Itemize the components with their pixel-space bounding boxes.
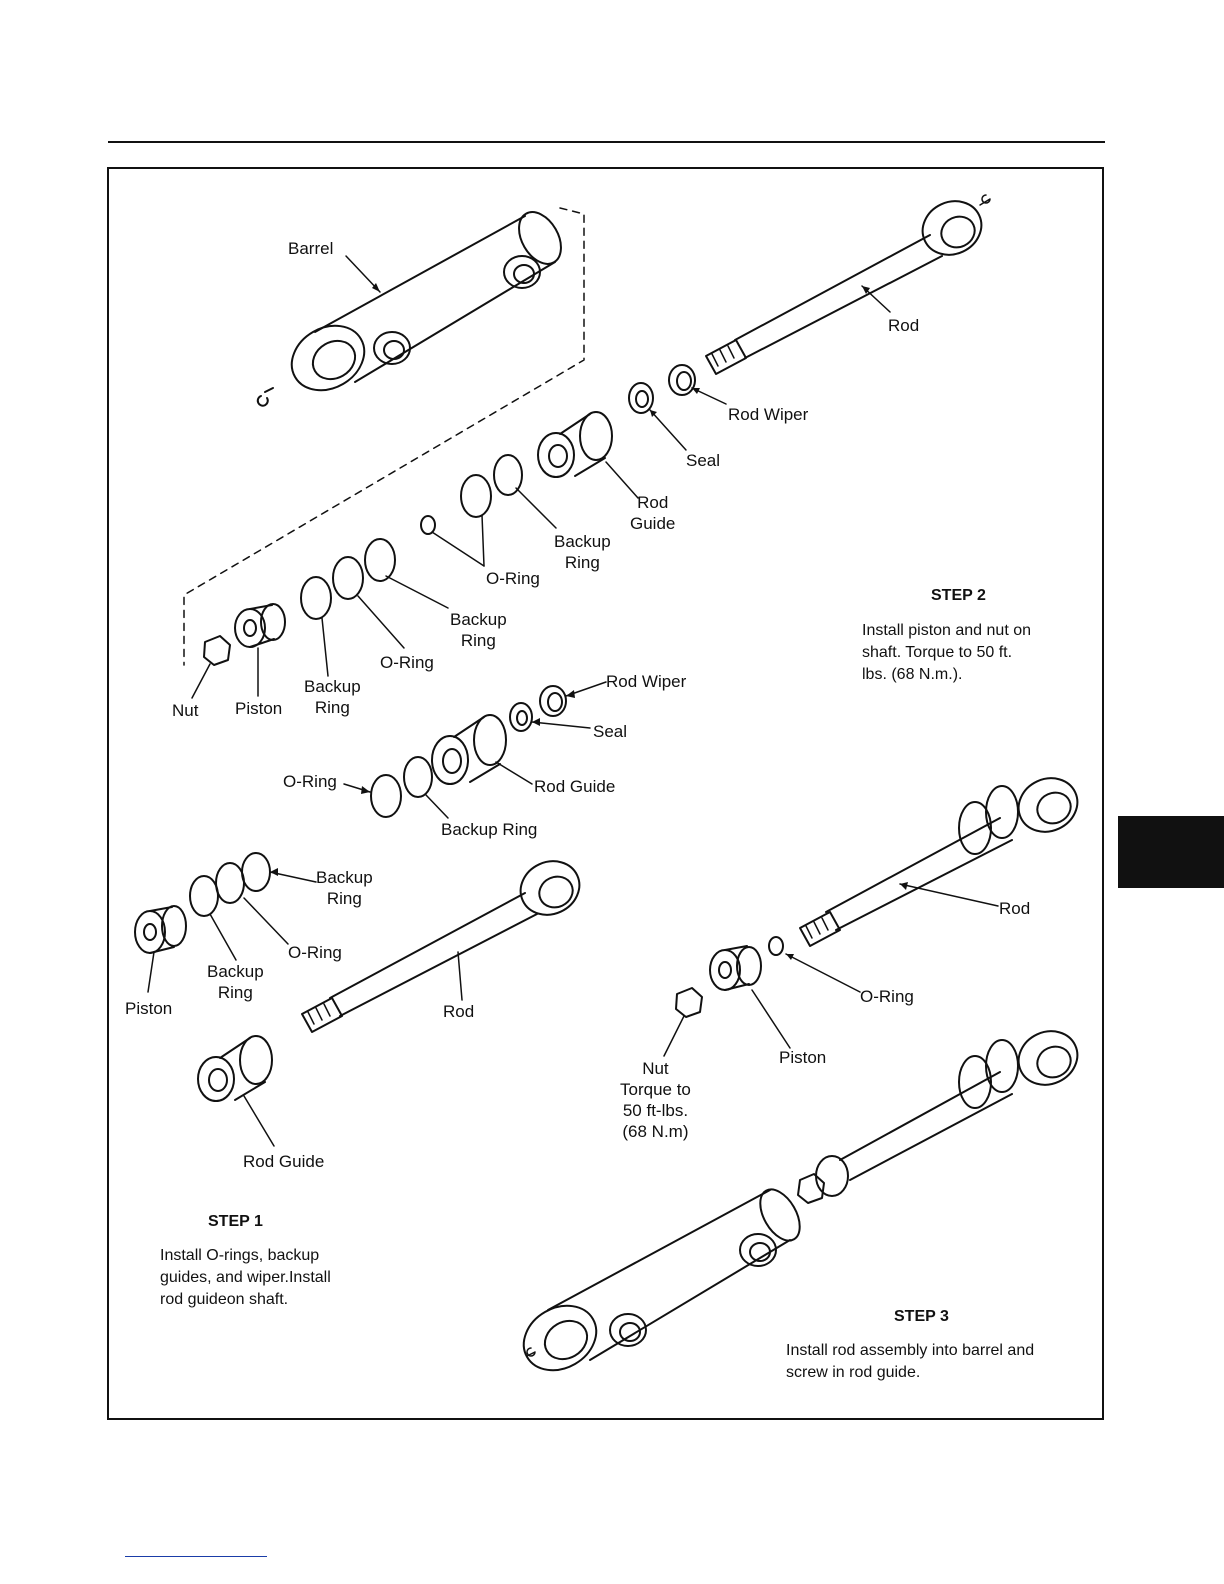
step-1-title: STEP 1 [208,1213,263,1230]
label-piston-s2: Piston [779,1048,827,1067]
step-3-title: STEP 3 [894,1308,949,1325]
label-piston-top: Piston [235,699,283,718]
label-backup-ring-c: Backup Ring [304,677,361,717]
step-2-text: Install piston and nut on shaft. Torque … [862,622,1032,683]
cylinder-assembly-s3 [522,1030,1079,1372]
label-o-ring-a: O-Ring [486,569,540,588]
o-ring-top-b [332,556,364,600]
step-1-text: Install O-rings, backup guides, and wipe… [160,1247,331,1308]
label-barrel: Barrel [288,239,334,258]
assembly-dashed-line [183,207,585,666]
rod-guide-s1 [197,1035,273,1102]
o-ring-small-top [420,515,436,535]
label-rod-wiper-top: Rod Wiper [728,405,809,424]
label-o-ring-s1: O-Ring [288,943,342,962]
section-tab [1118,816,1224,888]
o-ring-s1 [215,862,245,904]
label-nut-top: Nut [172,701,199,720]
seal-mid [509,702,533,732]
o-ring-top-a [460,474,492,518]
label-o-ring-b: O-Ring [380,653,434,672]
backup-ring-top-a [493,454,523,496]
backup-ring-s1-b [189,875,219,917]
nut-s2 [675,987,703,1018]
rod-s2-assembly [799,777,1079,947]
label-rod-top: Rod [888,316,920,335]
label-backup-ring-s1a: Backup Ring [316,868,373,908]
step-2-title: STEP 2 [931,587,986,604]
backup-ring-top-c [300,576,332,620]
backup-ring-top-b [364,538,396,582]
label-nut-s2: Nut Torque to 50 ft-lbs. (68 N.m) [620,1059,691,1141]
rod-wiper-mid [539,685,567,717]
figure-frame [107,167,1104,1420]
label-rod-guide-mid: Rod Guide [534,777,616,796]
piston-s1 [134,905,187,954]
o-ring-mid [370,774,402,818]
step-3-text: Install rod assembly into barrel and scr… [786,1342,1035,1381]
leader-lines [147,255,999,1147]
label-rod-wiper-mid: Rod Wiper [606,672,687,691]
backup-ring-mid [403,756,433,798]
label-rod-guide-top: Rod Guide [630,493,676,533]
barrel-top [256,211,562,407]
header-rule [108,141,1105,143]
seal-top [628,382,654,414]
rod-wiper-top [668,364,696,396]
label-backup-ring-mid: Backup Ring [441,820,538,839]
label-piston-s1: Piston [125,999,173,1018]
label-backup-ring-s1b: Backup Ring [207,962,264,1002]
label-seal-top: Seal [686,451,721,470]
label-rod-s2: Rod [999,899,1031,918]
rod-guide-top [537,411,613,478]
label-backup-ring-b: Backup Ring [450,610,507,650]
label-rod-guide-s1: Rod Guide [243,1152,325,1171]
label-o-ring-mid: O-Ring [283,772,337,791]
footer-link-rule [125,1556,267,1557]
nut-top [203,635,231,666]
piston-s2 [709,945,762,991]
rod-guide-mid [431,714,507,785]
o-ring-s2 [768,936,784,956]
label-backup-ring-a: Backup Ring [554,532,611,572]
label-o-ring-s2: O-Ring [860,987,914,1006]
rod-top [705,194,991,375]
backup-ring-s1-a [241,852,271,892]
label-rod-s1: Rod [443,1002,475,1021]
arrowheads [270,283,908,960]
rod-s1 [301,860,581,1033]
piston-top [234,603,286,648]
label-seal-mid: Seal [593,722,628,741]
